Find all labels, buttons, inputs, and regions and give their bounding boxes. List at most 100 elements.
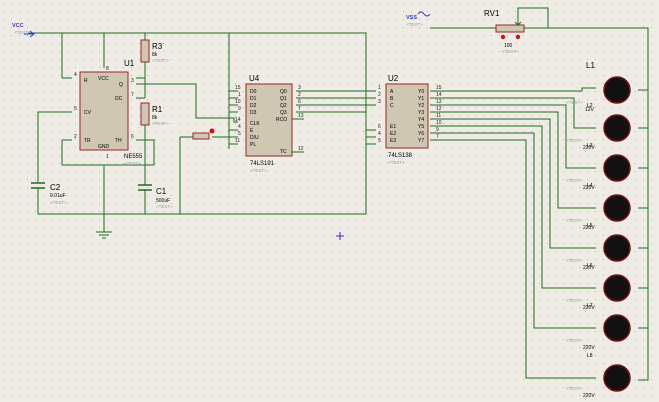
vcc-terminal[interactable]: VCC <TEXT> [12, 23, 35, 38]
lamp-l5-value: 220V [583, 265, 595, 271]
u1-pinnum-8: 8 [106, 66, 109, 72]
lamp-l4[interactable]: L4 <TEXT> 220V [566, 183, 631, 231]
u4-pinnum-6: 6 [298, 99, 301, 105]
u1-pinnum-2: 2 [74, 134, 77, 140]
lamp-l8-bulb [603, 364, 631, 392]
u4-pin-q0: Q0 [280, 89, 287, 95]
u1-pin-tr: TR [84, 138, 91, 144]
u4-pin-clk: CLK [250, 121, 260, 127]
u2-placeholder: <TEXT> [388, 160, 405, 165]
lamp-l1-bulb [603, 76, 631, 104]
lamp-l6-placeholder: <TEXT> [566, 298, 583, 303]
u2-pin-y4: Y4 [418, 117, 424, 123]
push-switch[interactable] [192, 128, 215, 140]
u2-pinnum-10: 10 [436, 120, 442, 126]
lamp-l4-placeholder: <TEXT> [566, 218, 583, 223]
lamp-l3-bulb [603, 154, 631, 182]
lamp-l7[interactable]: L7 <TEXT> 220V [566, 303, 631, 351]
ground-icon [96, 231, 112, 239]
u2-pinnum-12: 12 [436, 106, 442, 112]
u2-body [385, 83, 429, 149]
lamp-l6[interactable]: L6 <TEXT> 220V [566, 263, 631, 311]
lamp-l1-name: L1 [586, 61, 595, 70]
u1-pin-r: R [84, 78, 88, 84]
lamp-l2-placeholder: <TEXT> [566, 138, 583, 143]
switch-body [192, 132, 210, 140]
u1-pinnum-1: 1 [106, 154, 109, 160]
lamp-l2[interactable]: L2 <TEXT> 220V [566, 103, 631, 151]
u1-pin-q: Q [119, 82, 123, 88]
lamp-l5-bulb [603, 234, 631, 262]
lamp-l4-value: 220V [583, 225, 595, 231]
u4-pinnum-4: 4 [238, 124, 241, 130]
u2-pinnum-13: 13 [436, 99, 442, 105]
u2-pinnum-3: 3 [378, 99, 381, 105]
u4-pinnum-7: 7 [298, 106, 301, 112]
lamp-l5-placeholder: <TEXT> [566, 258, 583, 263]
wires [28, 7, 649, 381]
u1-part: NE555 [124, 154, 143, 160]
u2-pin-y0: Y0 [418, 89, 424, 95]
lamp-l7-value: 220V [583, 345, 595, 351]
u2-pinnum-9: 9 [436, 127, 439, 133]
u2-pin-y6: Y6 [418, 131, 424, 137]
c1-capacitor[interactable]: C1 500uF <TEXT> [138, 184, 173, 209]
u4-pin-d3: D3 [250, 110, 257, 116]
lamp-l8-value: 220V [583, 393, 595, 399]
lamp-l1[interactable]: L1 <TEXT> 12V [566, 61, 631, 113]
u2-pinnum-6: 6 [378, 124, 381, 130]
r1-value: 8k [152, 115, 158, 121]
lamp-l8-name: L8 [587, 353, 593, 359]
u2-pinnum-15: 15 [436, 85, 442, 91]
lamp-l5[interactable]: L5 <TEXT> 220V [566, 223, 631, 271]
rv1-value: 100 [504, 43, 513, 49]
u4-74ls191[interactable]: U4 D0 D1 D2 D3 CLK E D/U PL Q0 Q1 Q2 Q3 … [235, 74, 304, 173]
lamp-l8-placeholder: <TEXT> [566, 386, 583, 391]
u4-pin-tc: TC [280, 149, 287, 155]
u4-pin-q2: Q2 [280, 103, 287, 109]
u4-pinnum-9: 9 [238, 106, 241, 112]
c1-placeholder: <TEXT> [156, 204, 173, 209]
terminal-arrow-icon [24, 30, 35, 38]
u1-pinnum-4: 4 [74, 72, 77, 78]
lamp-l5-name: L5 [587, 223, 593, 229]
u2-pin-e3: E3 [390, 138, 396, 144]
u1-pinnum-5: 5 [74, 106, 77, 112]
u4-pinnum-1: 1 [238, 92, 241, 98]
u4-pin-rco: RCO [276, 117, 287, 123]
u1-pin-cv: CV [84, 110, 92, 116]
lamp-l4-bulb [603, 194, 631, 222]
lamp-l7-placeholder: <TEXT> [566, 338, 583, 343]
vss-placeholder: <TEXT> [406, 22, 423, 27]
u2-pin-e1: E1 [390, 124, 396, 130]
u2-74ls138[interactable]: U2 A B C E1 E2 E3 Y0 Y1 Y2 Y3 Y4 Y5 Y6 Y… [378, 74, 442, 165]
r1-placeholder: <TEXT> [152, 121, 169, 126]
r3-name: R3 [152, 42, 163, 51]
u4-pinnum-3: 3 [298, 85, 301, 91]
c1-value: 500uF [156, 198, 170, 204]
u1-ne555[interactable]: U1 R CV TR Q DC TH VCC GND 4 5 2 3 7 6 8… [74, 59, 143, 166]
lamp-l3-value: 220V [583, 185, 595, 191]
rv1-potentiometer[interactable]: RV1 100 <TEXT> [484, 9, 525, 54]
u2-pin-e2: E2 [390, 131, 396, 137]
u4-pinnum-5: 5 [238, 131, 241, 137]
u1-placeholder: <TEXT> [124, 161, 141, 166]
lamp-l3-name: L3 [587, 143, 593, 149]
r1-name: R1 [152, 105, 163, 114]
u2-name: U2 [388, 74, 399, 83]
lamp-l1-placeholder: <TEXT> [566, 100, 583, 105]
u2-pinnum-7: 7 [436, 134, 439, 140]
u1-pinnum-7: 7 [131, 92, 134, 98]
u4-pinnum-10: 10 [235, 99, 241, 105]
r3-resistor[interactable]: R3 8k <TEXT> [140, 39, 169, 63]
r1-resistor[interactable]: R1 8k <TEXT> [140, 102, 169, 126]
lamp-l8[interactable]: L8 <TEXT> 220V [566, 353, 631, 399]
vss-label: VSS [406, 15, 417, 21]
lamp-l3[interactable]: L3 <TEXT> 220V [566, 143, 631, 191]
u4-pinnum-14: 14 [235, 117, 241, 123]
u1-pin-vcc: VCC [98, 76, 109, 82]
vss-terminal[interactable]: VSS <TEXT> [406, 11, 431, 27]
u1-pin-th: TH [115, 138, 122, 144]
c2-capacitor[interactable]: C2 0.01uF <TEXT> [31, 182, 67, 205]
